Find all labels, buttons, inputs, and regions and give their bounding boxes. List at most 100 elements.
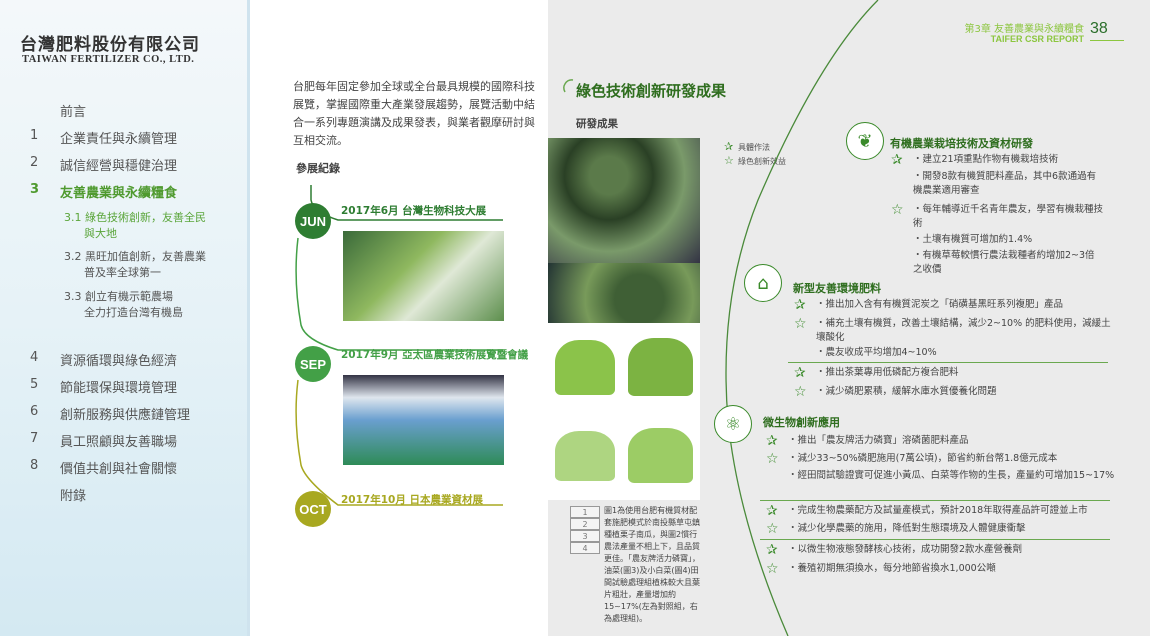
item-text: ・減少化學農藥的施用，降低對生態環境及人體健康衝擊 xyxy=(788,523,1026,534)
toc-sub-line: 普及率全球第一 xyxy=(84,266,161,279)
star-icon: ☆ xyxy=(766,521,779,537)
toc-appendix[interactable]: 附錄 xyxy=(60,485,86,504)
toc-num: 3 xyxy=(30,182,40,197)
toc-label: 友善農業與永續糧食 xyxy=(60,186,178,201)
toc-num: 2 xyxy=(30,155,39,170)
divider xyxy=(760,539,1110,540)
item-text: ・減少磷肥累積，緩解水庫水質優養化問題 xyxy=(816,386,997,397)
list-item: ・農友收成平均增加4~10% xyxy=(816,346,1114,360)
pin-star-icon: ✰ xyxy=(766,503,778,519)
toc-sub-line: 3.1 綠色技術創新，友善全民 xyxy=(64,211,206,224)
toc-num: 4 xyxy=(30,350,39,365)
item-text: ・養殖初期無須換水，每分地節省換水1,000公噸 xyxy=(788,563,996,574)
legend-label: 綠色創新效益 xyxy=(738,157,786,166)
bokchoy-photo xyxy=(548,411,700,500)
event-title: 2017年6月 台灣生物科技大展 xyxy=(341,205,487,217)
toc-sub-3-1[interactable]: 3.1 綠色技術創新，友善全民與大地 xyxy=(64,210,206,242)
pumpkin-photo-2 xyxy=(548,263,700,323)
company-logo-en: TAIWAN FERTILIZER CO., LTD. xyxy=(22,54,195,65)
item-text: ・推出茶葉專用低磷配方複合肥料 xyxy=(816,367,959,378)
item-text: ・建立21項重點作物有機栽培技術 xyxy=(913,154,1059,165)
toc-preface[interactable]: 前言 xyxy=(60,101,86,120)
toc-num: 7 xyxy=(30,431,39,446)
event-title: 2017年10月 日本農業資材展 xyxy=(341,494,483,506)
pin-star-icon: ✰ xyxy=(766,433,778,449)
section-title: 綠色技術創新研發成果 xyxy=(576,82,727,100)
toc-sub-line: 3.3 創立有機示範農場 xyxy=(64,290,173,303)
list-item: ✰ ・推出「農友牌活力磷寶」溶磷菌肥料產品 xyxy=(766,434,1116,448)
list-item: ☆ ・減少化學農藥的施用，降低對生態環境及人體健康衝擊 xyxy=(766,522,1116,536)
list-item: ・有機草莓較慣行農法栽種者約增加2~3倍之收價 xyxy=(913,249,1103,277)
caption-figure-index: 1 2 3 4 xyxy=(570,506,600,554)
star-icon: ☆ xyxy=(766,451,779,467)
item-text: ・補充土壤有機質，改善土壤結構，減少2~10% 的肥料使用，減緩土壤酸化 xyxy=(816,318,1111,343)
toc-sub-line: 全力打造台灣有機島 xyxy=(84,306,183,319)
toc-num: 5 xyxy=(30,377,39,392)
figure-num: 3 xyxy=(570,530,600,542)
month-badge-sep: SEP xyxy=(295,346,331,382)
toc-sub-line: 與大地 xyxy=(84,227,117,240)
event-title: 2017年9月 亞太區農業技術展覽暨會議 xyxy=(341,349,529,361)
month-badge-jun: JUN xyxy=(295,203,331,239)
star-icon: ☆ xyxy=(794,316,807,332)
rape-photo xyxy=(548,323,700,411)
toc-chapter-1[interactable]: 1 企業責任與永續管理 xyxy=(30,128,177,147)
toc-chapter-5[interactable]: 5 節能環保與環境管理 xyxy=(30,377,177,396)
star-icon: ☆ xyxy=(891,202,904,218)
sidebar: 台灣肥料股份有限公司 TAIWAN FERTILIZER CO., LTD. 前… xyxy=(0,0,250,636)
toc-label: 價值共創與社會關懷 xyxy=(60,462,178,477)
event-photo-asia-pacific xyxy=(343,375,504,465)
item-text: ・土壤有機質可增加約1.4% xyxy=(913,234,1033,245)
item-text: ・減少33~50%磷肥施用(7萬公頃)，節省約新台幣1.8億元成本 xyxy=(788,453,1058,464)
toc-label: 創新服務與供應鏈管理 xyxy=(60,408,191,423)
section-subtitle: 研發成果 xyxy=(576,118,618,130)
list-item: ✰・推出加入含有有機質泥炭之「硝磺基黑旺系列複肥」產品 xyxy=(794,298,1114,312)
legend: ✰具體作法 ☆綠色創新效益 xyxy=(724,140,786,168)
item-text: ・以微生物液態發酵核心技術，成功開發2款水產營養劑 xyxy=(788,544,1023,555)
list-item: ☆・每年輔導近千名青年農友，學習有機栽種技術 xyxy=(891,203,1103,231)
star-icon: ☆ xyxy=(766,561,779,577)
green-tech-section: 第3章 友善農業與永續糧食 TAIFER CSR REPORT 38 綠色技術創… xyxy=(548,0,1150,636)
item-text: ・完成生物農藥配方及試量產模式，預計2018年取得產品許可證並上市 xyxy=(788,505,1088,516)
chapter-header: 第3章 友善農業與永續糧食 xyxy=(964,24,1084,35)
crop-photos xyxy=(548,138,700,500)
item-text: ・推出「農友牌活力磷寶」溶磷菌肥料產品 xyxy=(788,435,969,446)
list-item: ✰ ・以微生物液態發酵核心技術，成功開發2款水產營養劑 xyxy=(766,543,1116,557)
pin-star-icon: ✰ xyxy=(794,297,806,313)
toc-label: 附錄 xyxy=(60,489,87,504)
item-text: ・開發8款有機質肥料產品，其中6款通過有機農業適用審查 xyxy=(913,171,1097,196)
star-icon: ☆ xyxy=(794,384,807,400)
company-logo-zh: 台灣肥料股份有限公司 xyxy=(20,35,200,55)
item-text: ・農友收成平均增加4~10% xyxy=(816,347,937,358)
divider xyxy=(788,362,1108,363)
title-arc-icon xyxy=(563,79,574,93)
pin-star-icon: ✰ xyxy=(794,365,806,381)
pin-star-icon: ✰ xyxy=(766,542,778,558)
toc-chapter-3[interactable]: 3 友善農業與永續糧食 xyxy=(30,182,177,201)
photo-caption: 圖1為使用台肥有機質材配套施肥模式於南投縣草屯鎮種植栗子南瓜，與圖2慣行農法產量… xyxy=(604,506,700,623)
arc-line xyxy=(725,0,879,636)
atom-icon: ⚛ xyxy=(714,405,752,443)
toc-label: 節能環保與環境管理 xyxy=(60,381,178,396)
list-item: ✰・建立21項重點作物有機栽培技術 xyxy=(891,153,1103,167)
figure-num: 4 xyxy=(570,542,600,554)
toc-label: 企業責任與永續管理 xyxy=(60,132,178,147)
toc-sub-3-3[interactable]: 3.3 創立有機示範農場全力打造台灣有機島 xyxy=(64,289,183,321)
list-item: ・經田間試驗證實可促進小黃瓜、白菜等作物的生長，產量約可增加15~17% xyxy=(788,469,1116,483)
report-name: TAIFER CSR REPORT xyxy=(990,34,1084,44)
legend-label: 具體作法 xyxy=(738,143,770,152)
list-item: ・土壤有機質可增加約1.4% xyxy=(913,233,1103,247)
toc-sub-3-2[interactable]: 3.2 黑旺加值創新，友善農業普及率全球第一 xyxy=(64,249,206,281)
group-title-organic: 有機農業栽培技術及資材研發 xyxy=(890,137,1033,150)
toc-num: 1 xyxy=(30,128,39,143)
event-photo-biotech xyxy=(343,231,504,321)
group-title-microbial: 微生物創新應用 xyxy=(763,416,840,429)
month-badge-oct: OCT xyxy=(295,491,331,527)
item-text: ・有機草莓較慣行農法栽種者約增加2~3倍之收價 xyxy=(913,250,1095,275)
intro-paragraph: 台肥每年固定參加全球或全台最具規模的國際科技展覽，掌握國際重大產業發展趨勢，展覽… xyxy=(293,80,535,147)
